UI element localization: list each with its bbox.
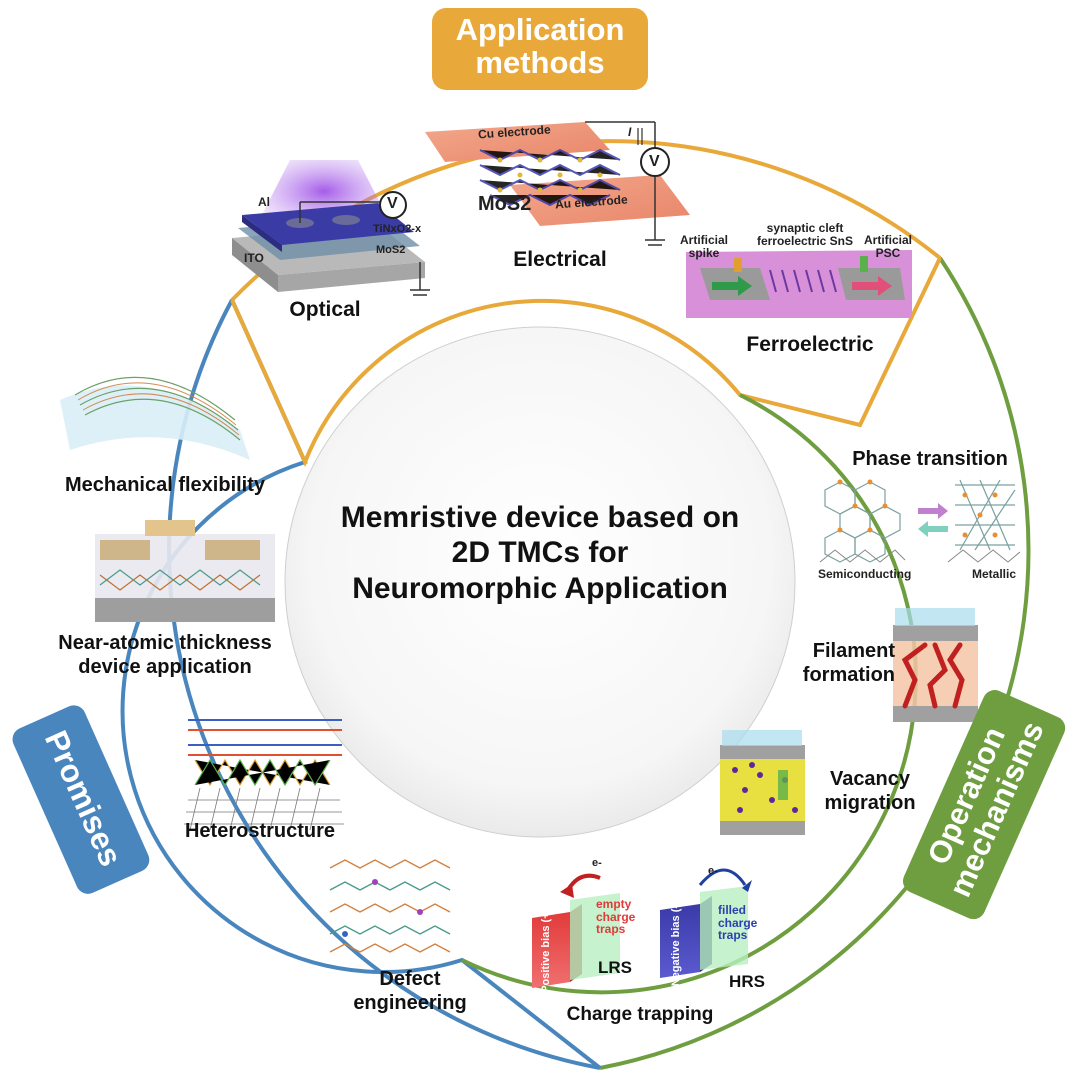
heterostructure-illustration — [184, 719, 344, 831]
application-tag — [432, 8, 648, 90]
positive-bias-label: Positive bias (+) — [540, 908, 553, 993]
vacancy-line-2: migration — [824, 791, 916, 814]
electron-label-1: e- — [592, 857, 602, 869]
phase-label: Phase transition — [852, 448, 1008, 470]
center-title-line-2: 2D TMCs for — [451, 536, 629, 570]
electrical-label: Electrical — [513, 248, 607, 271]
charge-label: Charge trapping — [566, 1004, 714, 1025]
empty-line-2: charge — [596, 909, 636, 924]
electrical-illustration — [425, 121, 690, 246]
ferro-cleft-line-2: ferroelectric SnS — [756, 233, 854, 248]
empty-line-3: traps — [596, 922, 626, 937]
optical-ito-label: ITO — [244, 251, 264, 265]
application-tag-line-1: Application — [455, 12, 625, 47]
filled-line-3: traps — [718, 928, 748, 943]
vacancy-illustration — [720, 730, 805, 835]
operation-tag — [902, 690, 1066, 920]
optical-mos2-label: MoS2 — [376, 244, 406, 256]
filament-illustration — [893, 608, 978, 722]
ferroelectric-label: Ferroelectric — [746, 333, 874, 356]
filled-line-1: filled — [718, 903, 747, 917]
center-title-line-1: Memristive device based on — [340, 501, 740, 534]
semi-label: Semiconducting — [818, 567, 912, 581]
metallic-label: Metallic — [972, 567, 1017, 581]
center-title: Memristive device based on 2D TMCs for N… — [305, 500, 775, 606]
filled-line-2: charge — [718, 915, 758, 930]
phase-transition-illustration — [819, 479, 1021, 563]
flexibility-illustration — [60, 376, 250, 460]
filament-label: Filament formation — [775, 640, 895, 687]
filament-line-2: formation — [802, 663, 895, 686]
hetero-label: Heterostructure — [184, 820, 336, 842]
thickness-illustration — [95, 520, 275, 622]
defect-line-1: Defect — [379, 968, 441, 990]
optical-v-label: V — [387, 195, 398, 212]
ferro-psc-label: Artificial PSC — [864, 234, 912, 259]
ferro-spike-line-1: Artificial — [680, 233, 729, 247]
operation-boundary — [461, 393, 918, 995]
electrical-i-label: I — [628, 125, 632, 139]
ferro-cleft-label: synaptic cleft ferroelectric SnS — [745, 222, 865, 247]
optical-tinox-label: TiNxO2-x — [373, 223, 422, 235]
filament-line-1: Filament — [812, 640, 895, 662]
optical-voltmeter — [379, 191, 407, 219]
application-tag-label: Application methods — [432, 12, 648, 80]
promises-boundary — [120, 299, 602, 1070]
optical-label: Optical — [289, 298, 361, 321]
vacancy-label: Vacancy migration — [810, 768, 930, 815]
sector-borders — [120, 257, 942, 1070]
electrical-mos2-label: MoS2 — [478, 193, 532, 215]
electron-label-2: e- — [708, 865, 718, 877]
thickness-label: Near-atomic thickness device application — [30, 632, 300, 679]
optical-al-label: Al — [258, 195, 270, 209]
ferro-psc-line-2: PSC — [875, 245, 901, 260]
empty-traps-label: empty charge traps — [596, 898, 635, 936]
ferro-psc-line-1: Artificial — [864, 233, 913, 247]
lrs-label: LRS — [598, 958, 632, 977]
filled-traps-label: filled charge traps — [718, 904, 757, 942]
center-circle — [284, 326, 796, 838]
optical-illustration — [232, 160, 430, 296]
negative-bias-label: Negative bias (-) — [670, 901, 683, 987]
ferroelectric-illustration — [686, 250, 912, 318]
ferro-cleft-line-1: synaptic cleft — [766, 221, 844, 235]
thickness-line-2: device application — [78, 655, 252, 678]
defect-line-2: engineering — [353, 991, 467, 1014]
application-boundary — [230, 257, 942, 468]
ferro-spike-label: Artificial spike — [680, 234, 728, 259]
thickness-line-1: Near-atomic thickness — [58, 632, 272, 654]
vacancy-line-1: Vacancy — [829, 768, 911, 790]
hrs-label: HRS — [729, 972, 765, 991]
application-tag-line-2: methods — [475, 44, 605, 80]
electrical-v-label: V — [649, 153, 660, 170]
defect-label: Defect engineering — [340, 968, 480, 1015]
charge-trapping-illustration — [532, 868, 752, 988]
electrical-voltmeter — [640, 147, 670, 177]
ferro-spike-line-2: spike — [688, 245, 720, 260]
empty-line-1: empty — [596, 897, 632, 911]
defect-illustration — [329, 859, 451, 953]
mechanical-label: Mechanical flexibility — [64, 474, 266, 496]
promises-tag — [12, 705, 150, 894]
center-title-line-3: Neuromorphic Application — [352, 571, 728, 605]
